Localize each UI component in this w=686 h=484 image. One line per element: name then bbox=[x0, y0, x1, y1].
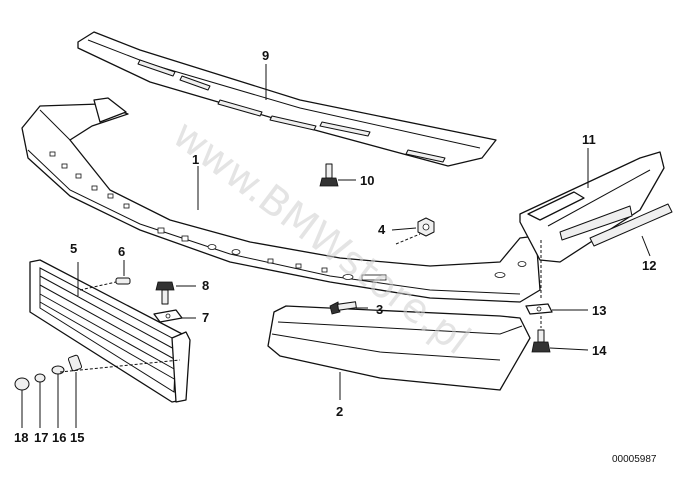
bumper-slots bbox=[49, 151, 527, 281]
callout-13: 13 bbox=[592, 303, 606, 318]
callout-1: 1 bbox=[192, 152, 199, 167]
nut-part-4 bbox=[391, 217, 435, 245]
callout-5: 5 bbox=[70, 241, 77, 256]
cap-part-18 bbox=[14, 377, 30, 428]
bracket-part-7 bbox=[153, 309, 196, 323]
grille-part-5 bbox=[29, 259, 191, 403]
callout-16: 16 bbox=[52, 430, 66, 445]
pin-part-6 bbox=[79, 260, 131, 291]
washer-part-17 bbox=[34, 373, 46, 428]
callout-17: 17 bbox=[34, 430, 48, 445]
drawing-number: 00005987 bbox=[612, 454, 657, 465]
fastener-part-15 bbox=[67, 354, 83, 428]
callout-4: 4 bbox=[378, 222, 386, 237]
bolt-part-14 bbox=[531, 316, 589, 353]
callout-8: 8 bbox=[202, 278, 209, 293]
callout-15: 15 bbox=[70, 430, 84, 445]
clip-part-13 bbox=[525, 240, 588, 315]
callout-14: 14 bbox=[592, 343, 607, 358]
side-trim-part-11 bbox=[519, 151, 665, 263]
callout-2: 2 bbox=[336, 404, 343, 419]
callout-9: 9 bbox=[262, 48, 269, 63]
washer-part-16 bbox=[51, 365, 65, 428]
callout-10: 10 bbox=[360, 173, 374, 188]
callout-7: 7 bbox=[202, 310, 209, 325]
bumper-bar-part-1 bbox=[21, 97, 541, 303]
strip-part-12 bbox=[589, 203, 673, 247]
bumper-bracket-part-9 bbox=[77, 31, 497, 167]
callout-6: 6 bbox=[118, 244, 125, 259]
callout-11: 11 bbox=[582, 132, 596, 147]
callout-3: 3 bbox=[376, 302, 383, 317]
callout-18: 18 bbox=[14, 430, 28, 445]
lower-trim-part-2 bbox=[267, 305, 531, 400]
callout-12: 12 bbox=[642, 258, 656, 273]
bolt-part-8 bbox=[155, 281, 196, 305]
screw-part-3 bbox=[329, 301, 368, 315]
bolt-part-10 bbox=[319, 163, 356, 187]
